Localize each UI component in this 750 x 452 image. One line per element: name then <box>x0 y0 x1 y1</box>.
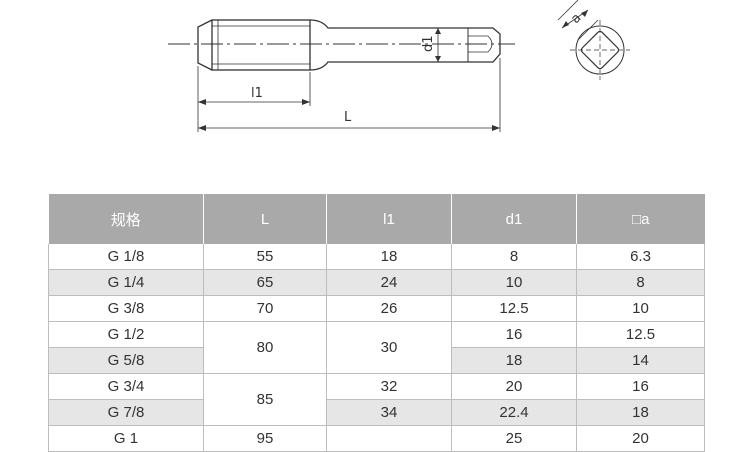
header-square-a: □a <box>576 194 705 244</box>
cell-d1: 10 <box>451 269 577 296</box>
tap-nose-outline <box>197 19 213 71</box>
cell-a: 8 <box>576 269 705 296</box>
cell-d1: 22.4 <box>451 399 577 426</box>
cell-d1: 16 <box>451 321 577 348</box>
cell-a: 20 <box>576 425 705 452</box>
L-dimension-label: L <box>344 110 352 125</box>
cell-size: G 7/8 <box>48 399 204 426</box>
table-row: G 3/4 85 32 20 16 <box>48 373 705 426</box>
cell-L: 70 <box>203 295 327 322</box>
cell-a: 10 <box>576 295 705 322</box>
cell-L: 85 <box>203 373 327 426</box>
header-size: 规格 <box>48 194 204 244</box>
table-header-row: 规格 L l1 d1 □a <box>48 194 705 244</box>
neck-outline <box>309 19 468 71</box>
cell-d1: 8 <box>451 244 577 270</box>
cell-d1: 18 <box>451 347 577 374</box>
cell-L: 95 <box>203 425 327 452</box>
spec-table: 规格 L l1 d1 □a G 1/8 55 18 8 6.3 G 1/4 65… <box>48 194 705 452</box>
table-row: G 5/8 18 14 <box>48 347 705 374</box>
cell-size: G 3/4 <box>48 373 204 400</box>
tap-technical-drawing: l1 L d1 a <box>168 0 630 132</box>
cell-d1: 12.5 <box>451 295 577 322</box>
cell-a: 6.3 <box>576 244 705 270</box>
cell-l1 <box>326 425 452 452</box>
cell-size: G 3/8 <box>48 295 204 322</box>
table-row: G 1/2 80 30 16 12.5 <box>48 321 705 374</box>
cell-a: 14 <box>576 347 705 374</box>
cell-size: G 1/2 <box>48 321 204 348</box>
table-row: G 7/8 34 22.4 18 <box>48 399 705 426</box>
cell-L: 80 <box>203 321 327 374</box>
end-view <box>557 0 630 80</box>
table-row: G 3/8 70 26 12.5 10 <box>48 295 705 322</box>
cell-d1: 25 <box>451 425 577 452</box>
square-end-outline <box>468 27 501 63</box>
table-row: G 1/8 55 18 8 6.3 <box>48 244 705 270</box>
cell-size: G 1/4 <box>48 269 204 296</box>
table-row: G 1 95 25 20 <box>48 425 705 452</box>
d1-dimension-label: d1 <box>421 35 436 52</box>
header-l1: l1 <box>326 194 452 244</box>
cell-size: G 5/8 <box>48 347 204 374</box>
table-row: G 1/4 65 24 10 8 <box>48 269 705 296</box>
cell-l1: 26 <box>326 295 452 322</box>
cell-L: 65 <box>203 269 327 296</box>
cell-L: 55 <box>203 244 327 270</box>
cell-size: G 1 <box>48 425 204 452</box>
cell-d1: 20 <box>451 373 577 400</box>
cell-l1: 24 <box>326 269 452 296</box>
header-L: L <box>203 194 327 244</box>
cell-l1: 30 <box>326 321 452 374</box>
header-d1: d1 <box>451 194 577 244</box>
cell-l1: 18 <box>326 244 452 270</box>
cell-l1: 34 <box>326 399 452 426</box>
l1-dimension-label: l1 <box>251 86 263 101</box>
cell-a: 16 <box>576 373 705 400</box>
cell-a: 18 <box>576 399 705 426</box>
cell-size: G 1/8 <box>48 244 204 270</box>
thread-section <box>211 19 311 71</box>
cell-l1: 32 <box>326 373 452 400</box>
cell-a: 12.5 <box>576 321 705 348</box>
